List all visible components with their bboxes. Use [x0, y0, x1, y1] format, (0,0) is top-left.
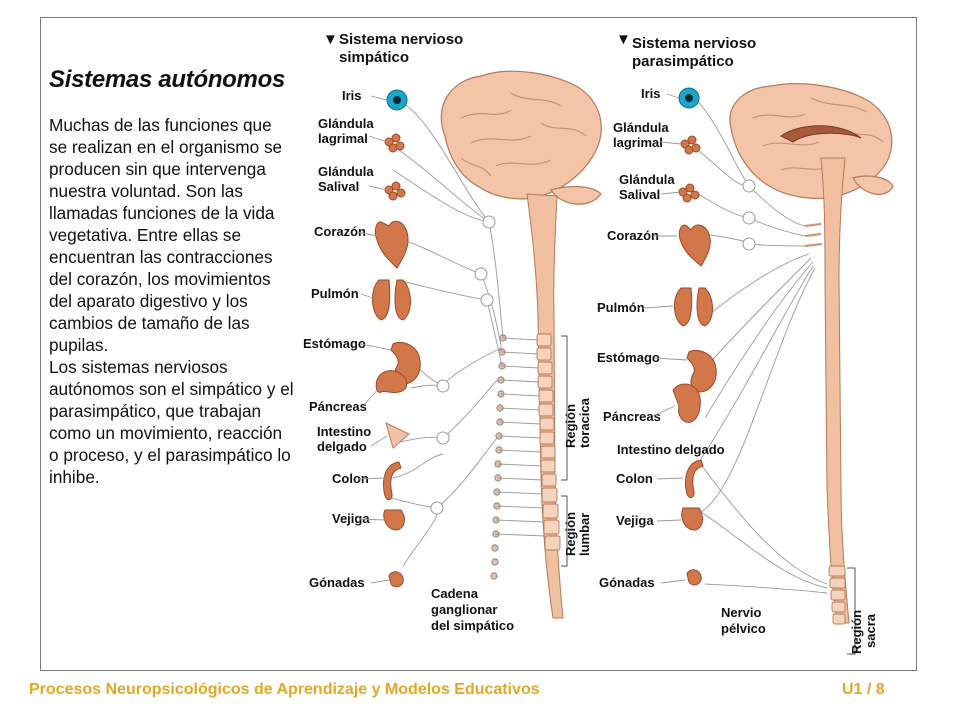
parasympathetic-panel: ▼ Sistema nervioso parasimpático [597, 31, 894, 655]
parasympathetic-sacral-vertebrae [828, 565, 846, 625]
sympathetic-brain [440, 70, 602, 200]
parasympathetic-marker: ▼ [616, 31, 631, 48]
pancreas-icon [375, 370, 408, 394]
label-lacrimal-1: Glándula [318, 116, 374, 131]
label-colon: Colon [616, 471, 653, 486]
gonads-icon [388, 571, 404, 588]
label-region-sacral-1: Región [849, 610, 864, 654]
parasympathetic-title-line2: parasimpático [632, 53, 734, 70]
label-lacrimal-2: lagrimal [318, 131, 368, 146]
parasympathetic-cerebellum [852, 175, 894, 195]
label-bladder: Vejiga [616, 513, 654, 528]
intro-title: Sistemas autónomos [49, 66, 285, 93]
label-gonads: Gónadas [309, 575, 365, 590]
iris-icon [386, 89, 408, 111]
iris-icon [678, 87, 700, 109]
small-intestine-icon [385, 422, 410, 449]
parasympathetic-ganglia [742, 179, 756, 251]
pancreas-icon [672, 383, 701, 423]
label-pancreas: Páncreas [603, 409, 661, 424]
sympathetic-vertebrae [536, 333, 561, 551]
label-iris: Iris [641, 86, 661, 101]
sympathetic-cerebellum [550, 185, 602, 205]
label-intestine: Intestino delgado [617, 442, 725, 457]
intro-paragraph-1: Muchas de las funciones que se realizan … [49, 115, 283, 267]
salivary-gland-icon [678, 183, 700, 203]
label-stomach: Estómago [303, 336, 366, 351]
label-bladder: Vejiga [332, 511, 370, 526]
bladder-icon [383, 509, 405, 531]
label-pelvic-1: Nervio [721, 605, 762, 620]
sympathetic-organs [372, 89, 421, 588]
label-salivary-2: Salival [318, 179, 359, 194]
label-region-lumbar-1: Región [563, 512, 578, 556]
sympathetic-brain-folds [460, 92, 587, 177]
lung-icon [674, 287, 713, 327]
parasympathetic-brain-folds [752, 97, 884, 171]
label-stomach: Estómago [597, 350, 660, 365]
footer-course-title: Procesos Neuropsicológicos de Aprendizaj… [29, 681, 540, 698]
label-iris: Iris [342, 88, 362, 103]
label-pancreas: Páncreas [309, 399, 367, 414]
parasympathetic-title-line1: Sistema nervioso [632, 35, 756, 52]
bladder-icon [681, 507, 703, 531]
sympathetic-rami [495, 337, 546, 537]
parasympathetic-spinal-cord [820, 157, 850, 624]
parasympathetic-nerves [694, 99, 828, 594]
label-heart: Corazón [314, 224, 366, 239]
slide-content: Sistemas autónomos Muchas de las funcion… [40, 17, 917, 671]
sympathetic-panel: ▼ Sistema nervioso simpático [303, 31, 602, 633]
lacrimal-gland-icon [384, 133, 405, 153]
sympathetic-region-brackets [561, 335, 568, 567]
cranial-outlets [804, 222, 823, 248]
label-salivary-2: Salival [619, 187, 660, 202]
parasympathetic-organs [672, 87, 717, 586]
label-region-thoracic-2: toracica [577, 397, 592, 448]
colon-icon [685, 459, 704, 499]
sympathetic-title-line2: simpático [339, 49, 409, 66]
label-chain-2: ganglionar [431, 602, 497, 617]
sympathetic-nerves [390, 101, 504, 567]
sympathetic-label-leaders [356, 95, 392, 584]
intro-paragraph-2: del corazón, los movimientos del aparato… [49, 269, 271, 355]
sympathetic-ganglia [430, 215, 496, 515]
label-lung: Pulmón [597, 300, 645, 315]
parasympathetic-brain [729, 83, 893, 200]
salivary-gland-icon [384, 181, 406, 201]
sympathetic-ganglion-chain [490, 334, 507, 580]
colon-icon [383, 461, 402, 501]
nervous-system-diagram: ▼ Sistema nervioso simpático [303, 31, 894, 655]
stomach-icon [686, 350, 717, 393]
label-chain-3: del simpático [431, 618, 514, 633]
label-intestine-1: Intestino [317, 424, 371, 439]
sympathetic-marker: ▼ [323, 31, 338, 48]
label-heart: Corazón [607, 228, 659, 243]
heart-icon [678, 224, 711, 267]
label-lacrimal-2: lagrimal [613, 135, 663, 150]
gonads-icon [686, 569, 702, 586]
corpus-callosum [780, 125, 862, 143]
intro-text: Muchas de las funciones que se realizan … [49, 114, 294, 488]
lung-icon [372, 279, 411, 321]
label-pelvic-2: pélvico [721, 621, 766, 636]
label-salivary-1: Glándula [318, 164, 374, 179]
label-salivary-1: Glándula [619, 172, 675, 187]
lacrimal-gland-icon [680, 135, 701, 155]
intro-paragraph-3: Los sistemas nerviosos autónomos son el … [49, 357, 294, 487]
parasympathetic-label-leaders [642, 93, 688, 584]
label-gonads: Gónadas [599, 575, 655, 590]
label-chain-1: Cadena [431, 586, 479, 601]
label-region-sacral-2: sacra [863, 613, 878, 648]
label-colon: Colon [332, 471, 369, 486]
label-region-thoracic-1: Región [563, 404, 578, 448]
parasympathetic-region-bracket [847, 567, 856, 655]
heart-icon [374, 220, 409, 269]
label-region-lumbar-2: lumbar [577, 513, 592, 556]
footer-page-number: U1 / 8 [842, 681, 885, 698]
label-lacrimal-1: Glándula [613, 120, 669, 135]
label-lung: Pulmón [311, 286, 359, 301]
sympathetic-title-line1: Sistema nervioso [339, 31, 463, 48]
label-intestine-2: delgado [317, 439, 367, 454]
